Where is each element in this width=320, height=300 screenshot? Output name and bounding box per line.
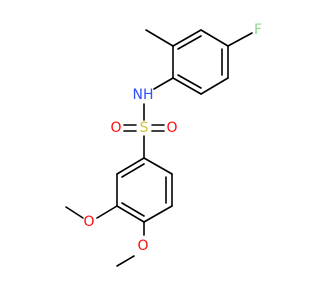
bond-ring1-inner-c	[177, 74, 202, 89]
sulfonyl-oxygen-right-label: O	[166, 120, 177, 136]
sulfonyl-oxygen-left-label: O	[110, 120, 121, 136]
methoxy-oxygen-upper-label: O	[83, 214, 94, 230]
bond-layer	[65, 29, 253, 267]
bond-ring1-c3-c4	[200, 29, 229, 47]
bond-ring2-c4-c5	[143, 205, 173, 223]
nitrogen-hydrogen-label: NH	[133, 87, 154, 103]
atom-label-layer: F NH S O O O O	[83, 22, 262, 254]
bond-o-methyl-lower	[116, 255, 135, 267]
bond-ring1-c2-c3	[172, 29, 202, 47]
sulfur-atom-label: S	[140, 120, 149, 136]
bond-ring2-c6-c1	[143, 157, 173, 175]
fluorine-atom-label: F	[254, 22, 262, 38]
bond-ring-o-upper	[96, 205, 118, 219]
bond-ring2-inner-b	[121, 202, 145, 217]
methoxy-oxygen-lower-label: O	[137, 238, 148, 254]
bond-ring2-c1-c2	[116, 157, 145, 175]
bond-c-n	[153, 77, 174, 90]
bond-ring1-c6-c1	[172, 77, 202, 95]
bond-ring2-inner-a	[121, 163, 145, 178]
bond-ring1-inner-a	[177, 35, 202, 50]
bond-ring2-c3-c4	[116, 205, 145, 223]
bond-methyl	[145, 29, 174, 47]
bond-ring1-c5-c6	[200, 77, 229, 95]
bond-o-methyl-upper	[65, 206, 84, 219]
bond-fluorine	[227, 32, 253, 47]
molecule-structure: F NH S O O O O	[65, 22, 262, 267]
